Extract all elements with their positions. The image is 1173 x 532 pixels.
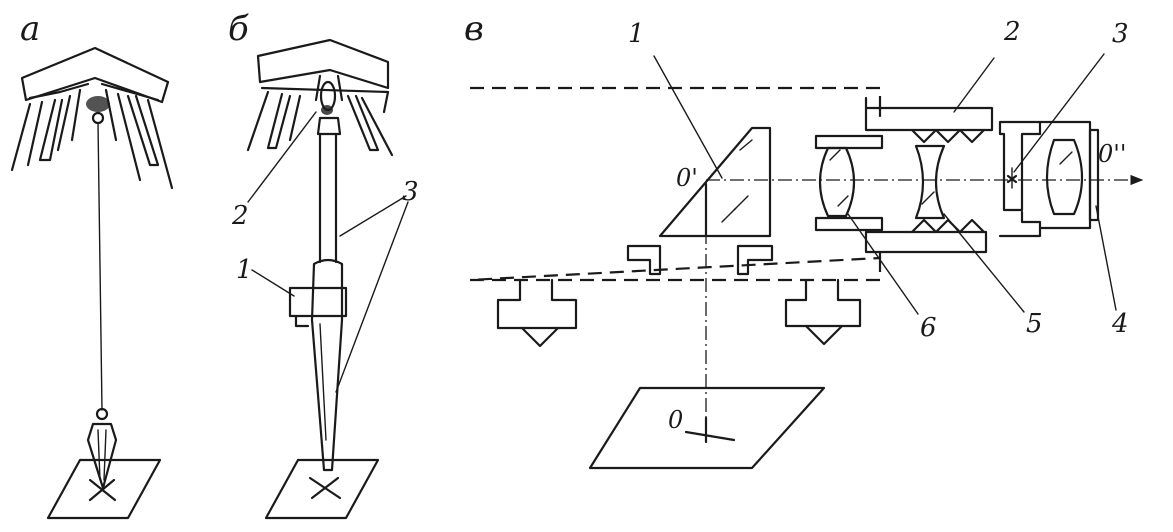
label-o-prime: 0' bbox=[676, 164, 698, 192]
footscrew-right bbox=[784, 278, 862, 346]
rod-upper bbox=[316, 116, 342, 264]
reticle-icon bbox=[1006, 167, 1018, 189]
label-v-2: 2 bbox=[1003, 17, 1021, 47]
panel-a-letter: a bbox=[20, 9, 40, 49]
plumb-bob-icon bbox=[86, 407, 118, 490]
label-v-5: 5 bbox=[1026, 309, 1043, 339]
hook-icon bbox=[86, 96, 110, 125]
ground-marker-a bbox=[46, 458, 162, 520]
focusing-lens bbox=[914, 144, 946, 220]
prism-support-left bbox=[626, 244, 662, 276]
rod-lower bbox=[310, 258, 344, 472]
panel-v-letter: в bbox=[464, 9, 484, 49]
clamp-1 bbox=[288, 286, 348, 328]
tripod-head-a bbox=[10, 46, 174, 190]
instrument-housing bbox=[469, 86, 882, 282]
label-b-1: 1 bbox=[236, 255, 253, 285]
ground-marker-b bbox=[264, 458, 380, 520]
label-v-1: 1 bbox=[628, 19, 645, 49]
panel-v-optical-plummet: в bbox=[464, 9, 1144, 470]
eyepiece-tube bbox=[814, 96, 1100, 260]
label-b-2: 2 bbox=[231, 201, 249, 231]
prism-support-right bbox=[736, 244, 774, 276]
footscrew-left bbox=[496, 278, 578, 348]
label-o-point: 0 bbox=[668, 406, 683, 434]
panel-a-plumb-bob: a bbox=[10, 9, 174, 520]
label-v-4: 4 bbox=[1111, 309, 1129, 339]
label-v-6: 6 bbox=[920, 313, 937, 343]
ball-joint-icon bbox=[319, 80, 337, 115]
eyepiece-lens bbox=[1045, 138, 1084, 216]
label-b-3: 3 bbox=[402, 177, 419, 207]
label-v-3: 3 bbox=[1112, 19, 1129, 49]
tripod-head-b bbox=[246, 38, 394, 157]
plumb-string bbox=[97, 122, 103, 411]
panel-b-centering-rod: б bbox=[228, 9, 419, 520]
panel-b-letter: б bbox=[228, 9, 249, 49]
objective-lens bbox=[818, 146, 856, 218]
ground-marker-v bbox=[588, 386, 826, 470]
label-o-double: 0'' bbox=[1098, 140, 1126, 168]
